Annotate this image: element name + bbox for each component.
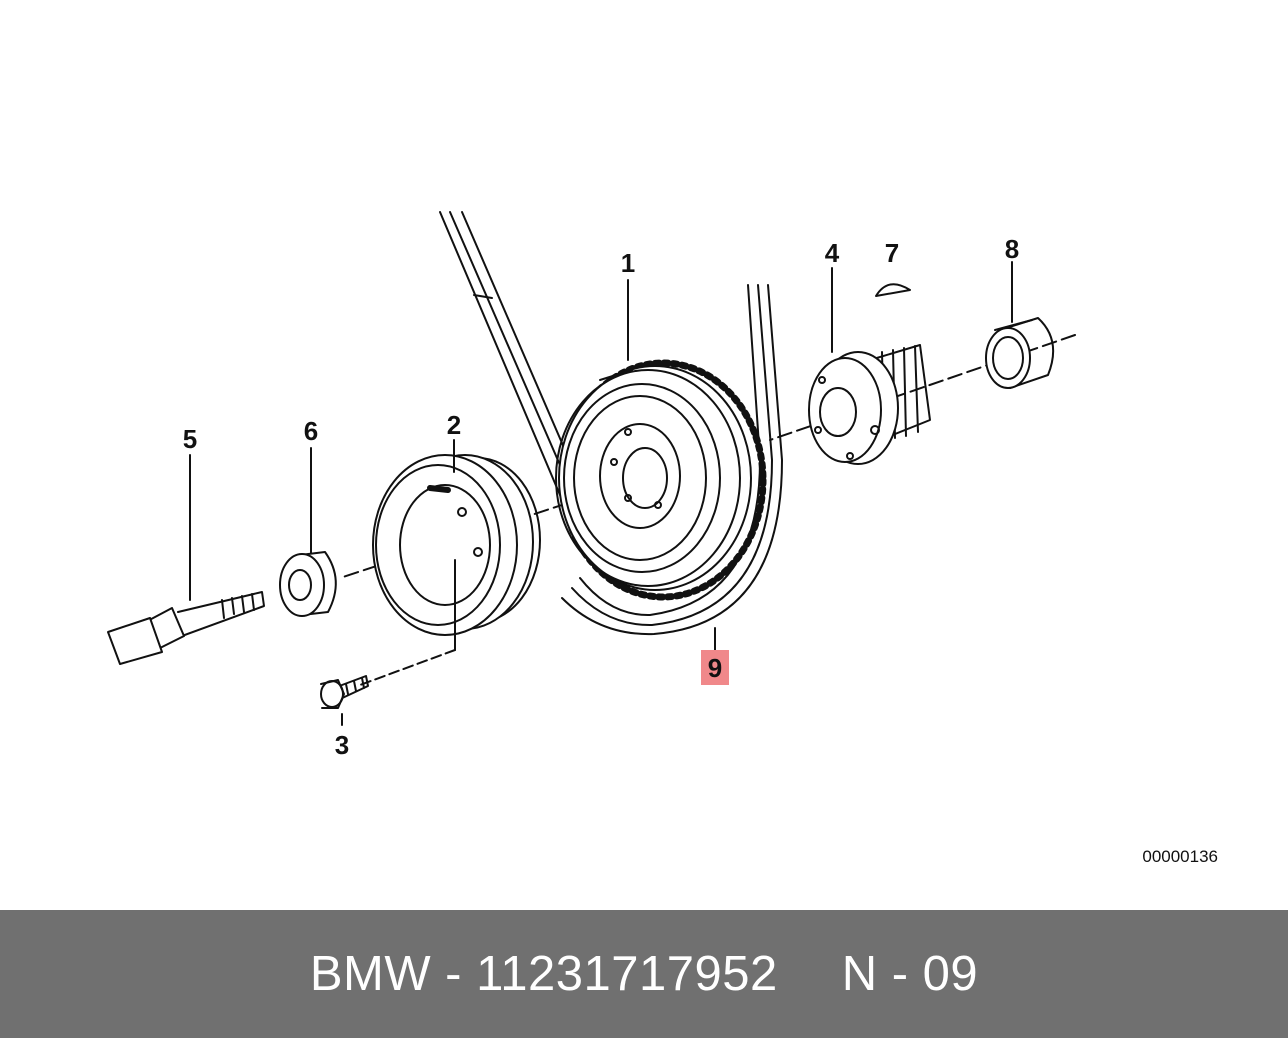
- callout-9: 9: [708, 653, 722, 683]
- parts-diagram: 1 2 3 4 5 6 7 8 9 00000136: [107, 211, 1218, 866]
- belt-pulley: [372, 454, 541, 636]
- callout-4: 4: [825, 238, 840, 268]
- callout-2: 2: [447, 410, 461, 440]
- woodruff-key: [875, 283, 911, 297]
- callout-8: 8: [1005, 234, 1019, 264]
- axis-line: [359, 649, 456, 686]
- sleeve: [985, 317, 1055, 389]
- highlight-box: [701, 650, 729, 685]
- hex-bolt: [320, 675, 369, 709]
- timing-gear: [808, 344, 931, 465]
- part-number-label: BMW - 11231717952: [309, 947, 778, 1001]
- central-bolt: [107, 591, 265, 665]
- drive-belt: [439, 211, 783, 636]
- part-footer-bar: BMW - 11231717952 N - 09: [0, 910, 1288, 1038]
- spacer-washer: [279, 551, 337, 617]
- callout-5: 5: [183, 424, 197, 454]
- callout-1: 1: [621, 248, 635, 278]
- callout-3: 3: [335, 730, 349, 760]
- callout-7: 7: [885, 238, 899, 268]
- drawing-number: 00000136: [1142, 847, 1218, 866]
- toothed-pulley: [555, 359, 767, 601]
- diagram-reference-label: N - 09: [841, 947, 979, 1001]
- callout-6: 6: [304, 416, 318, 446]
